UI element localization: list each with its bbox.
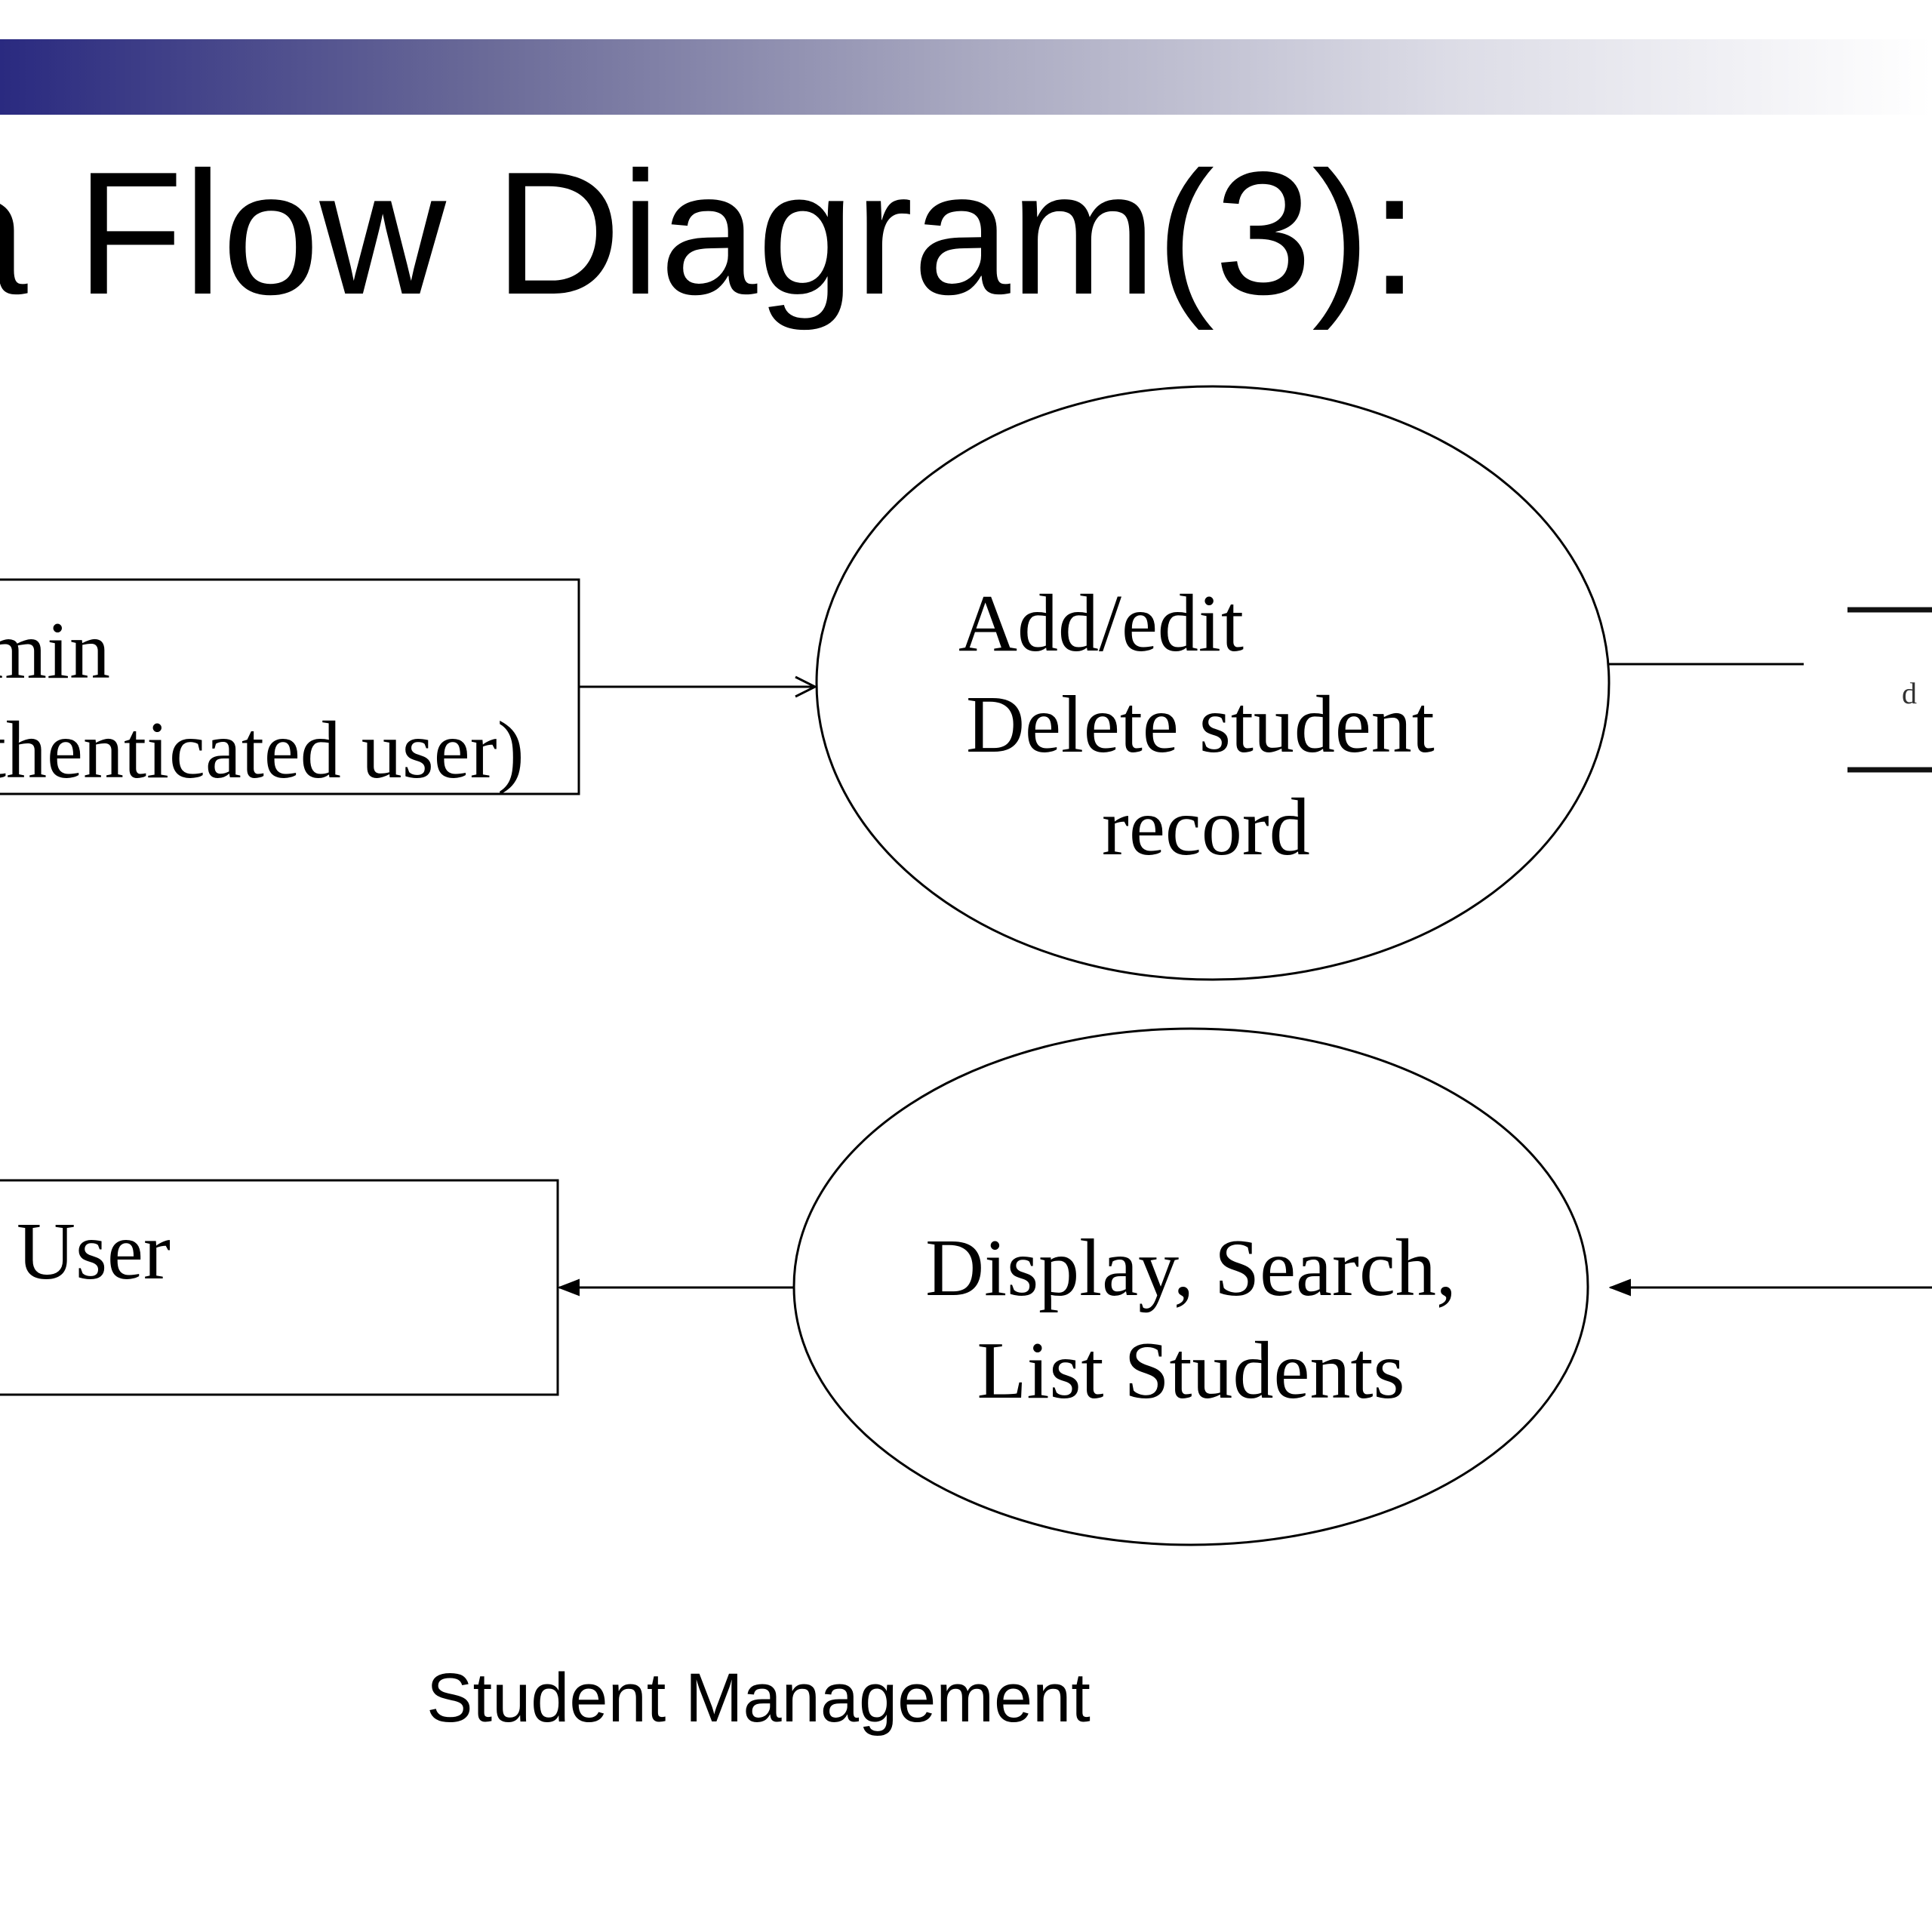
process-add-edit: Add/edit Delete student record [815, 385, 1611, 981]
entity-admin: min thenticated user) [0, 578, 580, 795]
entity-user-label: User [17, 1207, 171, 1297]
entity-user: User [0, 1179, 559, 1396]
diagram-caption: Student Management [0, 1653, 1932, 1743]
process-display-line2: List Students [977, 1326, 1404, 1416]
datastore-label: d [1902, 676, 1917, 710]
title-area: ata Flow Diagram(3): [0, 121, 1932, 347]
process-add-edit-line1: Add/edit [958, 579, 1244, 669]
entity-admin-line2: thenticated user) [0, 706, 525, 795]
process-add-edit-line3: record [1102, 783, 1310, 872]
slide-title: ata Flow Diagram(3): [0, 136, 1419, 331]
process-add-edit-line2: Delete student [966, 680, 1435, 770]
title-accent-bar [0, 39, 1932, 115]
process-add-edit-bubble [815, 385, 1611, 981]
process-display: Display, Search, List Students [792, 1027, 1589, 1546]
process-display-line1: Display, Search, [925, 1223, 1457, 1313]
entity-admin-line1: min [0, 606, 110, 696]
diagram-caption-text: Student Management [426, 1660, 1091, 1737]
datastore: d [1847, 607, 1932, 773]
